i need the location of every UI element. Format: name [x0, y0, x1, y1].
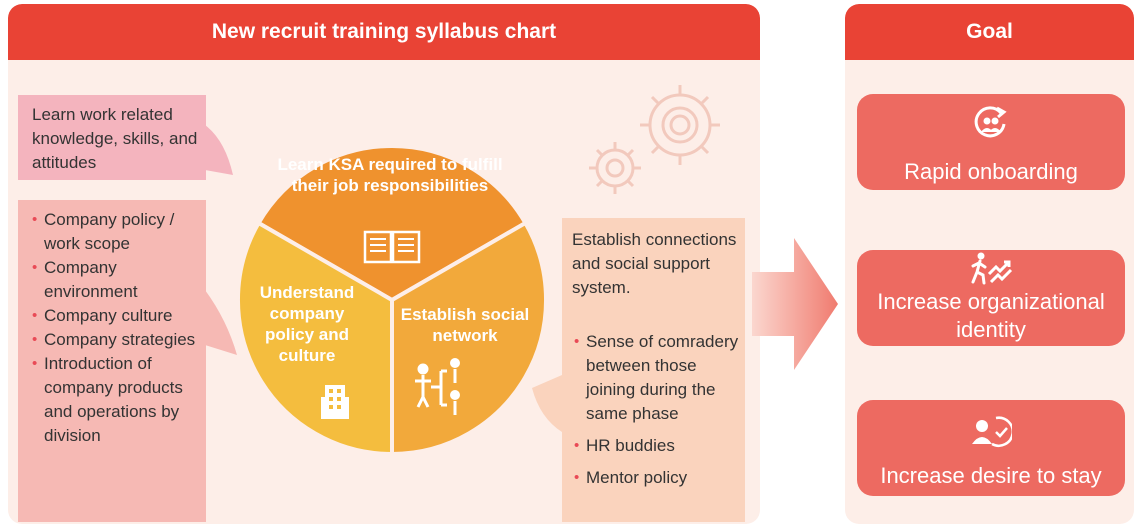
- goal-card-stay: Increase desire to stay: [857, 400, 1125, 496]
- segment-left-label: Understand company policy and culture: [259, 283, 355, 365]
- ksa-box: Learn work related knowledge, skills, an…: [18, 95, 206, 180]
- policy-list: Company policy / work scope Company envi…: [30, 208, 202, 448]
- list-item: Company environment: [30, 256, 202, 304]
- list-item: HR buddies: [572, 434, 742, 458]
- segment-right-label: Establish social network: [400, 305, 530, 345]
- walking-growth-icon: [971, 252, 1013, 285]
- segment-left: [237, 220, 394, 455]
- ksa-text: Learn work related knowledge, skills, an…: [32, 105, 198, 172]
- gears-icon: [589, 85, 720, 194]
- list-item: Introduction of company products and ope…: [30, 352, 202, 448]
- list-item: Sense of comradery between those joining…: [572, 330, 742, 426]
- panel-title: New recruit training syllabus chart: [8, 4, 760, 60]
- building-icon: [321, 385, 349, 419]
- goal-title: Goal: [845, 4, 1134, 60]
- goal-label: Increase desire to stay: [880, 463, 1102, 488]
- social-intro: Establish connections and social support…: [572, 230, 737, 297]
- segment-top-label: Learn KSA required to fulfill their job …: [277, 155, 503, 195]
- book-icon: [363, 230, 421, 264]
- network-icon: [415, 358, 460, 415]
- onboarding-icon: [974, 106, 1007, 138]
- goal-label: Increase organizational identity: [877, 289, 1105, 342]
- social-bubble-tail: [532, 375, 562, 432]
- bubble-tails: [205, 125, 237, 355]
- social-list: Sense of comradery between those joining…: [572, 330, 742, 498]
- segment-right: [390, 220, 547, 455]
- list-item: Mentor policy: [572, 466, 742, 490]
- social-box: Establish connections and social support…: [562, 218, 745, 522]
- goal-card-identity: Increase organizational identity: [857, 250, 1125, 346]
- person-check-icon: [972, 416, 1012, 447]
- flow-arrow: [752, 238, 838, 370]
- goal-label: Rapid onboarding: [904, 159, 1078, 184]
- list-item: Company policy / work scope: [30, 208, 202, 256]
- list-item: Company strategies: [30, 328, 202, 352]
- goal-card-onboarding: Rapid onboarding: [857, 94, 1125, 190]
- list-item: Company culture: [30, 304, 202, 328]
- syllabus-circle: [237, 145, 547, 455]
- policy-box: Company policy / work scope Company envi…: [18, 200, 206, 522]
